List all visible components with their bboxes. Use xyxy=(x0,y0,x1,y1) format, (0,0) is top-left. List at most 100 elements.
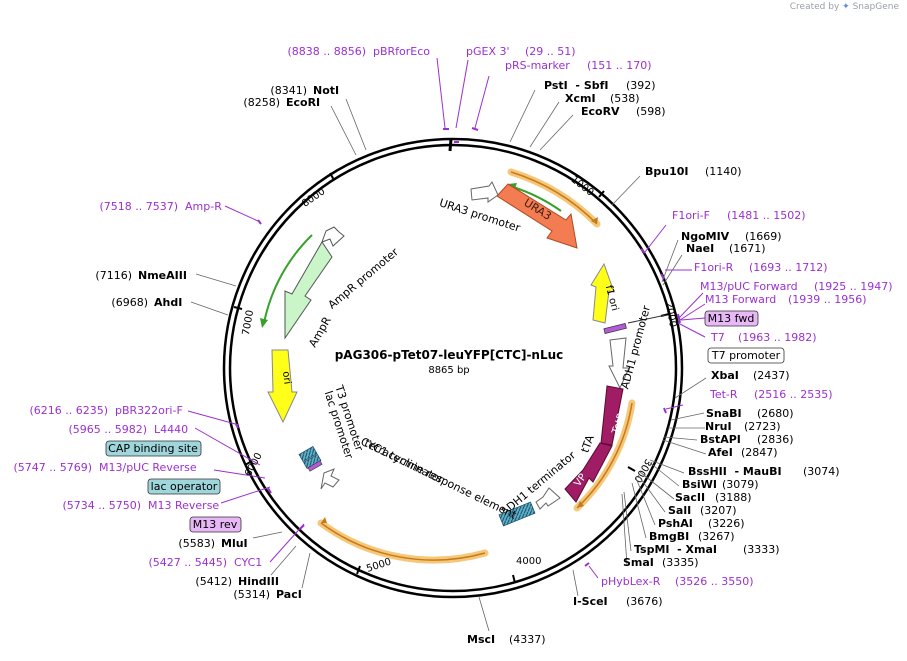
enzyme-position-paci: (5314) xyxy=(233,588,270,601)
enzyme-name-ngomiv: NgoMIV xyxy=(681,230,730,243)
primer-range-m13-puc-forward: (1925 .. 1947) xyxy=(814,280,893,293)
green-orf-ampr-head xyxy=(260,318,268,328)
enzyme-position-snabi: (2680) xyxy=(757,407,794,420)
enzyme-name-noti: NotI xyxy=(313,84,339,97)
enzyme-position-bpu10i: (1140) xyxy=(705,165,742,178)
enzyme-name-bsshii-maubi: BssHII - MauBI xyxy=(688,465,782,478)
primer-range-amp-r: (7518 .. 7537) xyxy=(99,200,178,213)
enzyme-name-bstapi: BstAPI xyxy=(700,433,741,446)
tick-label-8000: 8000 xyxy=(300,186,327,210)
tetracycline-response-element-block xyxy=(498,501,536,527)
primer-name-pbrforeco: pBRforEco xyxy=(373,45,430,58)
enzyme-name-paci: PacI xyxy=(276,588,302,601)
primer-name-phyblex-r: pHybLex-R xyxy=(601,575,661,588)
primer-range-m13-puc-reverse: (5747 .. 5769) xyxy=(13,461,92,474)
primer-range-m13-forward: (1939 .. 1956) xyxy=(788,293,867,306)
enzyme-position-xcmi: (538) xyxy=(610,92,640,105)
primer-labels: (8838 .. 8856) pBRforEco pGEX 3' (29 .. … xyxy=(13,45,892,588)
enzyme-name-bpu10i: Bpu10I xyxy=(645,165,689,178)
cyc1-terminator-arrow xyxy=(320,468,340,490)
enzyme-position-smai: (3335) xyxy=(662,556,699,569)
enzyme-name-smai: SmaI xyxy=(623,556,654,569)
cap-binding-site-block xyxy=(298,446,318,462)
primer-name-amp-r: Amp-R xyxy=(185,200,222,213)
enzyme-position-afei: (2847) xyxy=(741,446,778,459)
primer-name-cyc1: CYC1 xyxy=(234,556,262,569)
m13-fwd-mark xyxy=(627,314,667,324)
enzyme-position-nmeaiii: (7116) xyxy=(95,269,132,282)
enzyme-name-ahdi: AhdI xyxy=(154,296,182,309)
orf-arrow-cyc1 xyxy=(321,517,327,523)
enzyme-position-ngomiv: (1669) xyxy=(745,230,782,243)
credit-brand: SnapGene xyxy=(852,2,899,12)
m13-rev-mark xyxy=(307,460,323,472)
ura3-promoter-arrow xyxy=(470,181,499,203)
primer-range-t7: (1963 .. 1982) xyxy=(738,331,817,344)
primer-range-m13-reverse: (5734 .. 5750) xyxy=(62,499,141,512)
primer-name-prs-marker: pRS-marker xyxy=(505,59,570,72)
box-label-t7-promoter: T7 promoter xyxy=(711,349,781,362)
tick-1000 xyxy=(598,190,605,198)
enzyme-position-bsiwi: (3079) xyxy=(722,478,759,491)
ampr-arrow xyxy=(284,241,333,340)
enzyme-name-nrui: NruI xyxy=(705,420,732,433)
box-m13-fwd xyxy=(704,310,759,327)
enzyme-name-nmeaiii: NmeAIII xyxy=(138,269,187,282)
enzyme-position-bstapi: (2836) xyxy=(757,433,794,446)
primer-name-f1ori-r: F1ori-R xyxy=(694,261,734,274)
tick-7000 xyxy=(233,306,243,310)
enzyme-name-bmgbi: BmgBI xyxy=(649,530,689,543)
primer-name-m13-forward: M13 Forward xyxy=(705,293,776,306)
feature-label-cyc1-terminator: CYC1 terminator xyxy=(359,435,446,486)
tick-8000 xyxy=(329,172,335,181)
credit: Created by ✦ SnapGene xyxy=(790,2,899,12)
t7-promoter-mark xyxy=(603,322,627,334)
enzyme-position-mlui: (5583) xyxy=(178,537,215,550)
enzyme-name-msci: MscI xyxy=(467,633,495,646)
orf-line-ura3 xyxy=(510,171,598,225)
primer-range-phyblex-r: (3526 .. 3550) xyxy=(675,575,754,588)
feature-label-ori: ori xyxy=(280,371,293,385)
enzyme-position-hindiii: (5412) xyxy=(195,575,232,588)
enzyme-name-tspmi-xmai: TspMI - XmaI xyxy=(634,543,717,556)
box-t7-promoter xyxy=(707,347,785,364)
boxed-labels: M13 fwd T7 promoter CAP binding site lac… xyxy=(105,310,785,533)
primer-name-t7: T7 xyxy=(710,331,725,344)
primer-name-pbr322ori-f: pBR322ori-F xyxy=(115,404,183,417)
enzyme-name-hindiii: HindIII xyxy=(238,575,279,588)
primer-name-pgex3: pGEX 3' xyxy=(466,45,510,58)
box-label-m13-fwd: M13 fwd xyxy=(708,312,755,325)
enzyme-name-pshai: PshAI xyxy=(658,517,693,530)
box-label-cap-binding-site: CAP binding site xyxy=(108,442,198,455)
enzyme-name-bsiwi: BsiWI xyxy=(682,478,717,491)
snapgene-logo-icon: ✦ xyxy=(842,2,850,12)
enzyme-position-sacii: (3188) xyxy=(715,491,752,504)
backbone-outer-circle xyxy=(222,137,684,599)
primer-range-f1ori-f: (1481 .. 1502) xyxy=(727,209,806,222)
feature-label-ampr-promoter: AmpR promoter xyxy=(326,245,402,311)
orf-line-tetr xyxy=(576,402,633,509)
enzyme-name-mlui: MluI xyxy=(221,537,248,550)
primer-range-cyc1: (5427 .. 5445) xyxy=(148,556,227,569)
green-orf-ampr xyxy=(263,234,313,324)
enzyme-name-sacii: SacII xyxy=(675,491,705,504)
enzyme-position-i-scei: (3676) xyxy=(626,595,663,608)
primer-range-pbrforeco: (8838 .. 8856) xyxy=(287,45,366,58)
plasmid-name: pAG306-pTet07-leuYFP[CTC]-nLuc xyxy=(335,348,564,362)
backbone-inner-circle xyxy=(228,143,678,593)
tick-label-4000: 4000 xyxy=(516,556,541,567)
orf-highlight-cyc1 xyxy=(317,519,489,564)
enzyme-name-naei: NaeI xyxy=(686,242,714,255)
tick-6000 xyxy=(244,460,253,466)
enzyme-name-afei: AfeI xyxy=(708,446,733,459)
credit-prefix: Created by xyxy=(789,2,840,12)
tick-3000 xyxy=(627,466,636,472)
enzyme-position-noti: (8341) xyxy=(270,84,307,97)
feature-label-tta: tTA xyxy=(578,433,596,455)
enzyme-labels: (8341) NotI (8258) EcoRI PstI - SbfI (39… xyxy=(95,79,839,646)
primer-name-m13-reverse: M13 Reverse xyxy=(148,499,219,512)
enzyme-position-pshai: (3226) xyxy=(708,517,745,530)
primer-range-f1ori-r: (1693 .. 1712) xyxy=(749,261,828,274)
tick-label-2000: 2000 xyxy=(663,301,678,328)
